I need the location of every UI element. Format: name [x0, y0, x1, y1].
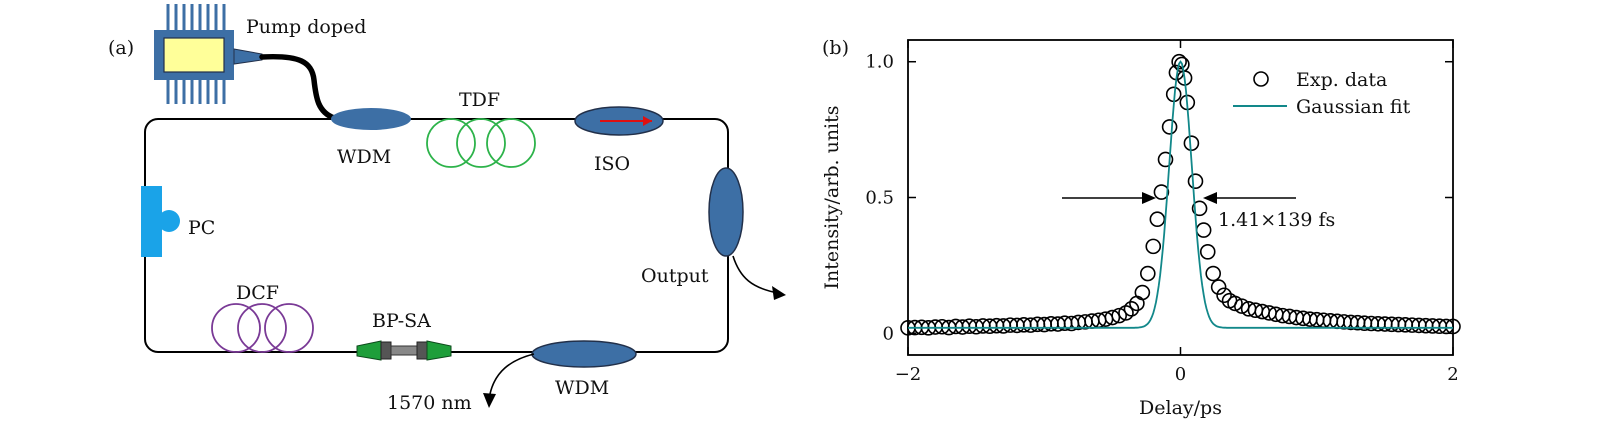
- pump-pigtail-boot: [233, 48, 263, 65]
- output-arrow-icon: [772, 286, 786, 300]
- data-point: [1161, 119, 1178, 135]
- x-tick-label: −2: [895, 364, 922, 385]
- wdm-top-label: WDM: [337, 146, 391, 168]
- x-axis-label: Delay/ps: [1139, 397, 1222, 419]
- legend-label-exp: Exp. data: [1296, 69, 1387, 91]
- series-layer: [900, 53, 1461, 336]
- pump-pins: [166, 4, 226, 104]
- dcf-coil: [211, 303, 314, 353]
- pc-block: [141, 186, 162, 257]
- data-point: [1118, 305, 1134, 321]
- x-tick-label: 2: [1447, 364, 1458, 385]
- panel-a-label: (a): [108, 37, 134, 59]
- polarization-controller: [141, 186, 180, 257]
- tdf-coil: [426, 118, 536, 168]
- signal-out-fiber: [489, 353, 535, 395]
- data-point: [1123, 301, 1140, 317]
- panel-b-label: (b): [822, 37, 849, 59]
- data-point: [1157, 151, 1174, 168]
- pump-laser: [154, 4, 337, 121]
- data-point: [1195, 222, 1212, 238]
- pc-knob: [158, 210, 180, 232]
- pump-fiber: [259, 53, 337, 121]
- iso-arrow-head-icon: [643, 116, 652, 126]
- bpsa-label: BP-SA: [372, 310, 431, 332]
- fit-line: [908, 60, 1453, 329]
- iso-label: ISO: [594, 153, 630, 175]
- dcf-label: DCF: [236, 282, 279, 304]
- bpsa-connector: [356, 340, 452, 361]
- wdm-top-coupler: [331, 108, 411, 130]
- pc-label: PC: [188, 217, 215, 239]
- data-point: [1199, 244, 1216, 260]
- data-point: [1205, 265, 1221, 282]
- fwhm-annotation: 1.41×139 fs: [1062, 192, 1335, 231]
- output-fiber: [732, 255, 779, 294]
- y-axis-label: Intensity/arb. units: [821, 105, 843, 289]
- output-coupler: [708, 167, 744, 257]
- y-tick-label: 0: [883, 323, 894, 344]
- pump-label: Pump doped: [246, 16, 366, 38]
- data-point: [1134, 284, 1151, 301]
- data-point: [1111, 307, 1127, 324]
- data-point: [1153, 184, 1170, 200]
- data-point: [1140, 265, 1156, 282]
- fiber-ring: [144, 118, 729, 353]
- fwhm-left-arrow-icon: [1142, 192, 1156, 204]
- fwhm-right-arrow-icon: [1203, 192, 1217, 204]
- data-point: [1227, 295, 1243, 312]
- x-tick-label: 0: [1175, 364, 1186, 385]
- legend-marker-exp: [1253, 71, 1269, 87]
- wavelength-label: 1570 nm: [387, 392, 472, 414]
- data-point: [1171, 53, 1187, 70]
- data-point: [1149, 211, 1166, 228]
- panel-a-schematic: (a): [108, 4, 786, 414]
- data-point: [1216, 287, 1232, 304]
- data-point: [1191, 200, 1208, 217]
- y-tick-label: 0.5: [865, 188, 894, 209]
- data-point: [1187, 173, 1204, 190]
- tdf-label: TDF: [459, 89, 500, 111]
- data-point: [1145, 238, 1162, 255]
- signal-out-arrow-icon: [483, 393, 496, 408]
- y-tick-label: 1.0: [865, 52, 894, 73]
- data-point: [1104, 309, 1121, 326]
- legend-label-fit: Gaussian fit: [1296, 96, 1411, 118]
- wdm-bottom-label: WDM: [555, 377, 609, 399]
- pump-chip: [163, 37, 225, 73]
- wdm-bottom-coupler: [531, 340, 637, 368]
- chart-legend: Exp. data Gaussian fit: [1233, 69, 1411, 118]
- fwhm-annotation-text: 1.41×139 fs: [1218, 209, 1335, 231]
- data-point: [1210, 279, 1227, 295]
- output-label: Output: [641, 265, 709, 287]
